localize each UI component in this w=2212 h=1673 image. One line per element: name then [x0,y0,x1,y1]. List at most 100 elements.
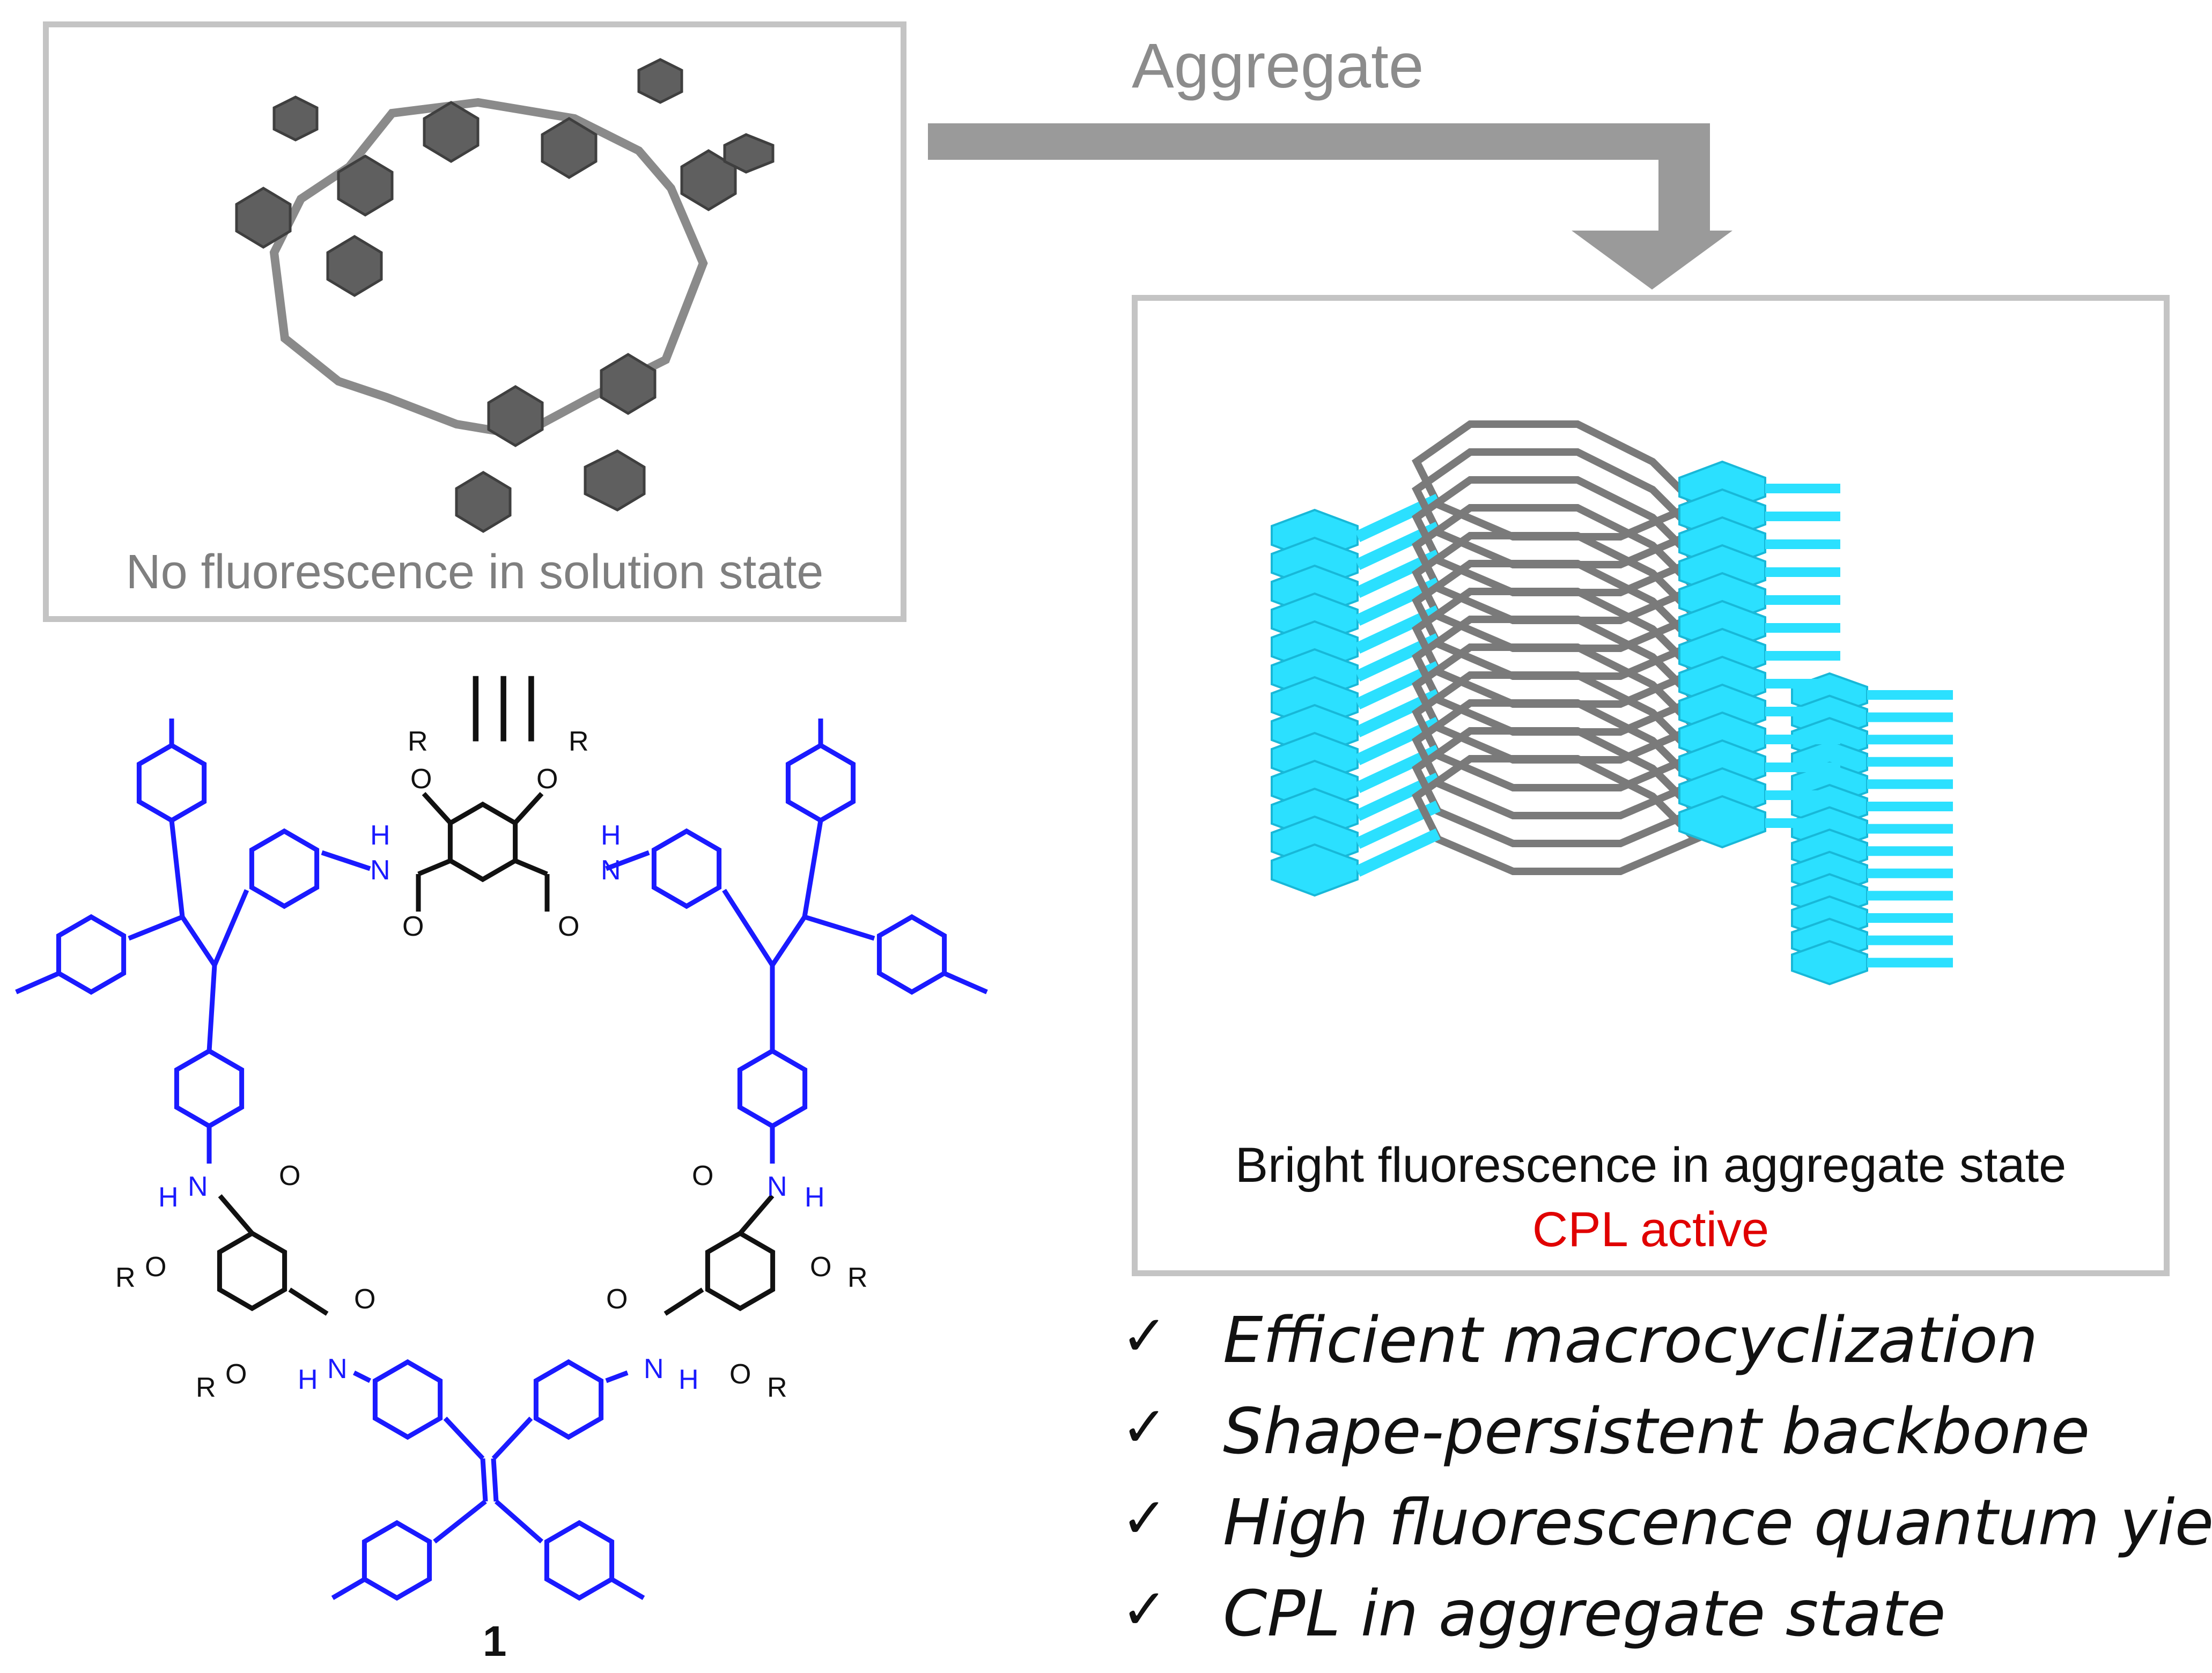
bond [128,914,183,941]
benzene-ring [217,1230,287,1312]
aggregate-state-panel: Bright fluorescence in aggregate state C… [1132,295,2170,1276]
bond [331,1577,366,1600]
bond [417,858,452,877]
tpe-plate [1271,843,1359,897]
aggregate-stack-model [1271,420,1953,986]
r-group-label: R [767,1372,787,1403]
hydrogen-label: H [370,820,390,851]
bond [352,1370,372,1383]
feature-text: Shape-persistent backbone [1223,1394,2090,1468]
bond [770,915,807,967]
bond [605,1370,629,1383]
aggregate-caption-line2: CPL active [1532,1202,1769,1257]
bond [738,1194,775,1235]
feature-text: CPL in aggregate state [1223,1576,1946,1650]
oxygen-label: O [558,911,579,942]
oxygen-label: O [145,1252,166,1283]
bond [218,1194,254,1235]
hydrogen-label: H [679,1364,699,1395]
oxygen-label: O [606,1284,628,1315]
bond [321,850,371,871]
bond [480,1458,488,1502]
oxygen-label: O [225,1359,247,1390]
oxygen-label: O [810,1252,831,1283]
bond [514,858,548,877]
checkmark-icon: ✓ [1121,1303,1168,1368]
r-group-label: R [408,726,428,757]
oxygen-label: O [410,764,432,795]
bond [169,820,185,917]
tpe-plate [1791,940,1868,986]
nitrogen-label: N [370,855,390,886]
phenyl-plates [235,58,775,533]
benzene-ring [651,828,722,909]
macrocycle-3d-model [235,58,775,533]
benzene-ring [136,742,207,824]
oxygen-label: O [536,764,558,795]
bond [207,965,217,1052]
oxygen-label: O [402,911,424,942]
hydrogen-label: H [805,1182,825,1213]
benzene-ring [876,914,947,995]
equivalence-symbol: ||| [467,663,550,742]
oxygen-label: O [279,1160,300,1191]
nitrogen-label: N [188,1171,208,1202]
hydrogen-label: H [158,1182,179,1213]
checkmark-icon: ✓ [1121,1394,1168,1460]
hydrogen-label: H [298,1364,318,1395]
benzene-ring [249,828,320,909]
checkmark-icon: ✓ [1121,1485,1168,1551]
benzene-ring [544,1520,615,1601]
bond [180,915,217,967]
compound-number: 1 [483,1617,507,1665]
benzene-ring [447,801,518,883]
feature-text: High fluorescence quantum yield [1223,1485,2212,1559]
bond [288,1287,329,1316]
bond [15,971,60,995]
bond [943,971,988,995]
nitrogen-label: N [767,1171,787,1202]
aggregate-arrow [928,123,1732,290]
bond [422,791,453,825]
bond [491,1458,499,1502]
r-group-label: R [569,726,589,757]
solution-state-panel: No fluorescence in solution state [43,21,906,622]
feature-text: Efficient macrocyclization [1223,1303,2038,1377]
bond [663,1287,704,1316]
oxygen-label: O [354,1284,375,1315]
tpe-plate [1678,795,1766,849]
benzene-ring [372,1359,443,1440]
oxygen-label: O [692,1160,713,1191]
bond [803,914,875,941]
aggregate-caption-line1: Bright fluorescence in aggregate state [1235,1138,2067,1193]
bond [495,1499,543,1544]
bond [491,1416,533,1461]
bond [722,889,775,967]
nitrogen-label: N [601,855,621,886]
benzene-ring [533,1359,604,1440]
benzene-ring [362,1520,432,1601]
benzene-ring [785,742,856,824]
bond [605,850,650,871]
r-group-label: R [196,1372,216,1403]
benzene-ring [705,1230,776,1312]
hydrogen-label: H [601,820,621,851]
checkmark-icon: ✓ [1121,1576,1168,1642]
r-group-label: R [115,1262,136,1293]
benzene-ring [737,1048,808,1129]
bond [443,1416,485,1461]
nitrogen-label: N [327,1353,348,1385]
bond [212,889,249,966]
tpe-arm [1355,828,1441,877]
bond [513,791,544,825]
aggregate-label: Aggregate [1132,31,1424,101]
nitrogen-label: N [644,1353,664,1385]
benzene-ring [174,1048,245,1129]
benzene-ring [56,914,127,995]
bond [802,820,823,917]
solution-state-caption: No fluorescence in solution state [126,545,824,599]
r-group-label: R [847,1262,868,1293]
bond [433,1499,487,1544]
